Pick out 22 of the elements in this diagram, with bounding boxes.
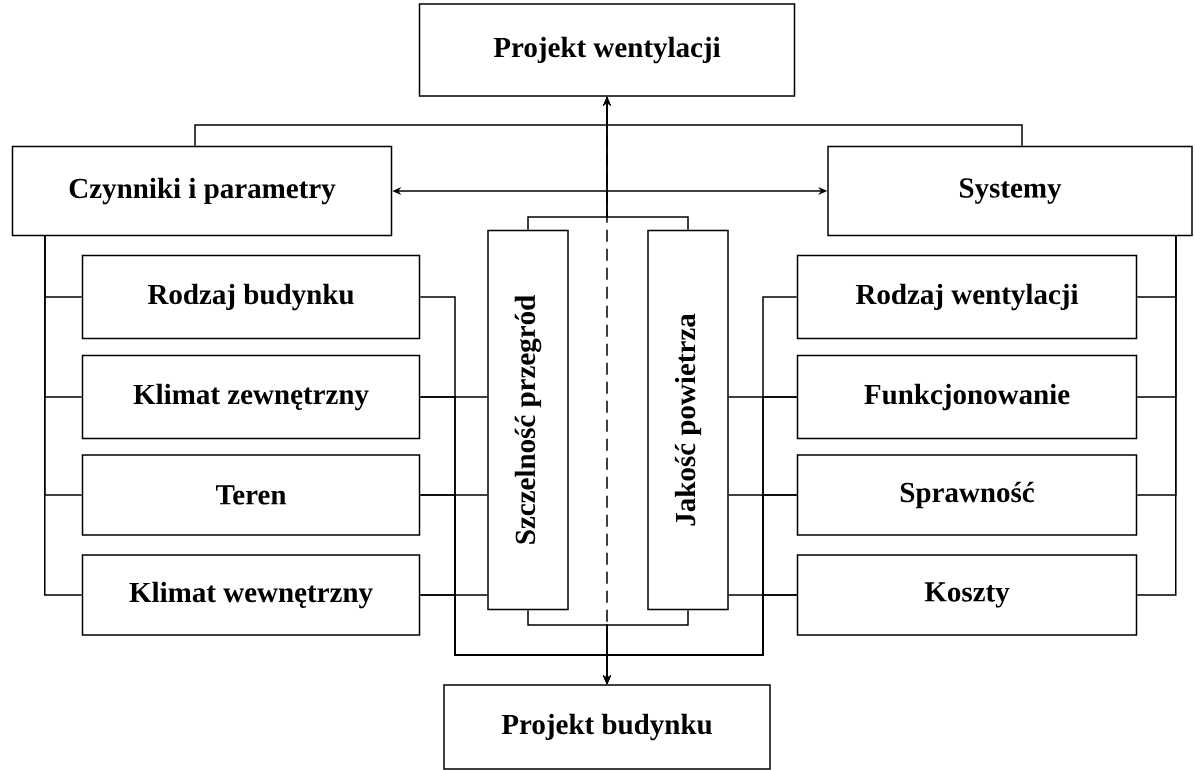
process-box: Rodzaj budynku bbox=[81, 254, 421, 340]
process-box: Teren bbox=[81, 454, 421, 536]
process-box: Sprawność bbox=[796, 454, 1138, 536]
connector bbox=[728, 396, 798, 398]
connector bbox=[419, 494, 488, 496]
process-box: Funkcjonowanie bbox=[796, 354, 1138, 440]
process-box: Systemy bbox=[827, 145, 1193, 237]
connector bbox=[728, 494, 798, 496]
connector bbox=[728, 594, 798, 596]
process-box: Projekt budynku bbox=[443, 684, 771, 770]
connector bbox=[419, 594, 488, 596]
process-box: Czynniki i parametry bbox=[11, 145, 393, 237]
process-box: Klimat wewnętrzny bbox=[81, 554, 421, 636]
process-box: Szczelność przegród bbox=[487, 229, 569, 611]
connector bbox=[44, 235, 83, 596]
process-box: Projekt wentylacji bbox=[418, 3, 796, 97]
process-box: Klimat zewnętrzny bbox=[81, 354, 421, 440]
process-box: Jakość powietrza bbox=[647, 229, 729, 611]
connector bbox=[1136, 235, 1177, 596]
process-box: Koszty bbox=[796, 554, 1138, 636]
process-box: Rodzaj wentylacji bbox=[796, 254, 1138, 340]
connector bbox=[419, 396, 488, 398]
